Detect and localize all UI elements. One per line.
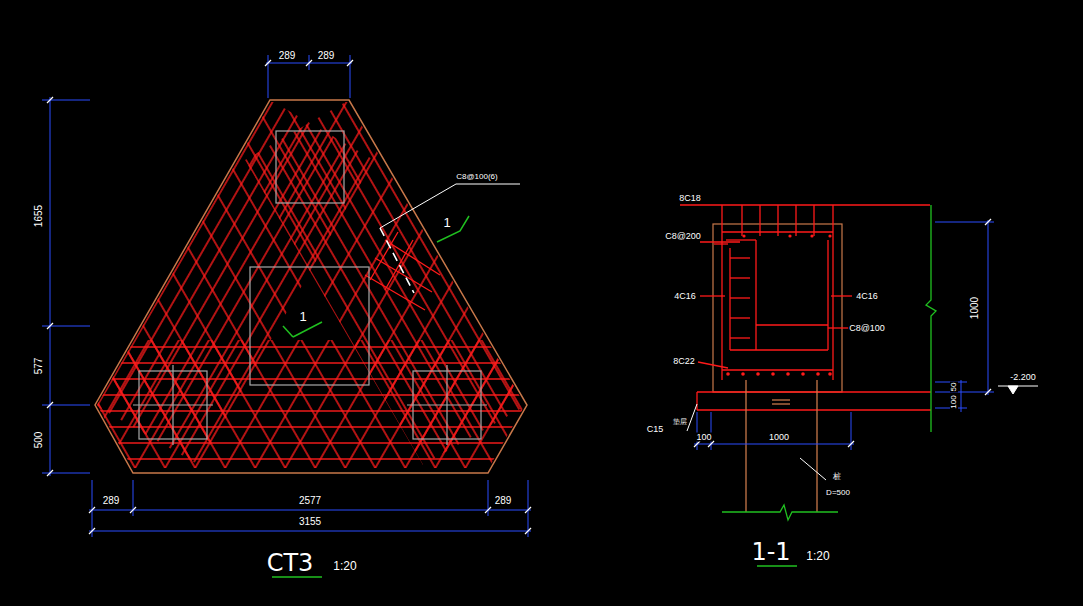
rebar-callout: 4C16 [673,292,697,301]
pile-boxes [133,131,487,445]
dimension-text: 289 [278,51,297,61]
dimension-ticks [47,60,531,534]
material-callout: C15 [646,425,665,434]
cap-outline [95,100,527,473]
pile-callout: D=500 [825,489,851,497]
dimension-text: 100 [950,394,958,409]
drawing-title: CT3 [266,551,315,575]
section-number: 1 [298,310,307,323]
dimension-text: 50 [950,382,958,393]
material-callout: 垫层 [672,418,688,425]
title-underline [272,576,322,578]
rebar-callout: 4C16 [855,292,879,301]
rebar-callout: 8C22 [672,357,696,366]
dimension-text: 289 [317,51,336,61]
scale-text: 1:20 [332,560,357,572]
section-number: 1 [442,216,451,229]
section-mark [283,184,520,337]
dimension-text: 1000 [970,296,980,320]
rebar-callout: C8@100(6) [455,173,498,181]
drawing-title: 1-1 [750,540,791,564]
dimension-text: 500 [34,431,44,450]
dimension-text: 1000 [768,433,790,442]
rebar-callout: C8@100 [848,324,886,333]
dimension-text: 1655 [34,204,44,228]
scale-text: 1:20 [805,550,830,562]
dimension-text: 3155 [298,517,322,527]
dimension-text: 2577 [298,496,322,506]
pile-callout: 桩 [832,473,842,481]
rebar-mesh [90,100,535,468]
dimension-lines [42,55,531,537]
section-drawing [680,205,1038,566]
level-text: -2.200 [1009,373,1037,382]
dimension-text: 100 [695,433,712,442]
dimension-text: 577 [34,357,44,376]
dimension-text: 289 [494,496,513,506]
dimension-text: 289 [102,496,121,506]
rebar-callout: C8@200 [664,232,702,241]
rebar-callout: 8C18 [678,194,702,203]
